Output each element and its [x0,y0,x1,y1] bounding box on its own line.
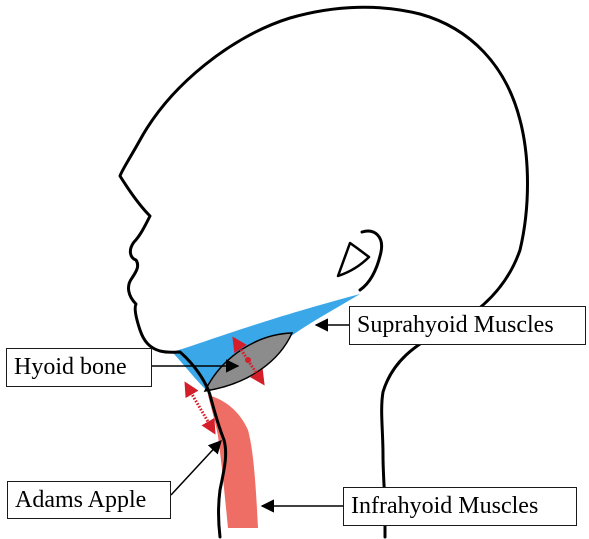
infrahyoid-muscles-label: Infrahyoid Muscles [343,487,577,526]
ear-inner [338,243,369,276]
adams-apple-label: Adams Apple [7,481,171,519]
head-profile-outline [120,7,528,537]
hyoid-motion-center-dot [245,357,251,363]
ear-outline [360,231,382,290]
suprahyoid-muscles-label: Suprahyoid Muscles [349,306,586,345]
hyoid-bone-label: Hyoid bone [6,348,152,387]
adams-apple-leader-arrow [171,441,221,495]
